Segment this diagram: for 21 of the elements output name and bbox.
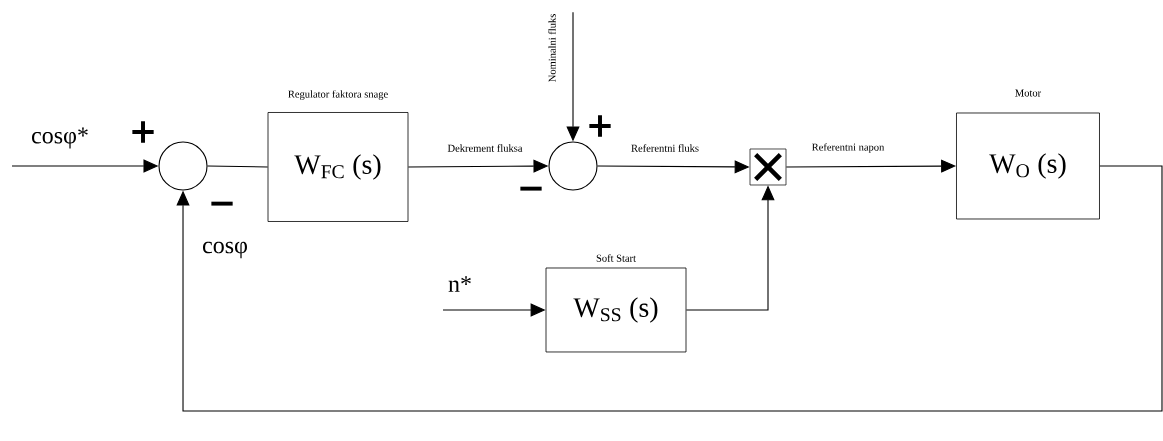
transfer-function-box: W$_{O}$ (s)	[956, 112, 1100, 220]
signal-label: n*	[447, 275, 473, 293]
sign-label: +	[589, 115, 611, 137]
block-title: Motor	[1015, 89, 1042, 97]
signal-label: Dekrement fluksa	[446, 143, 524, 153]
arrow	[176, 165, 1163, 412]
sign-label: −	[211, 201, 233, 206]
rotated-label: Nominalni fluks	[548, 14, 556, 82]
summing-junction	[548, 141, 598, 191]
signal-label: cosφ*	[30, 126, 90, 150]
signal-label: Referentni napon	[810, 142, 886, 154]
sign-label: +	[132, 121, 154, 143]
block-title: Regulator faktora snage	[288, 90, 388, 100]
transfer-function-box: W$_{SS}$ (s)	[545, 267, 687, 353]
sign-label: −	[520, 186, 542, 191]
signal-label: cosφ	[201, 240, 249, 260]
block-title: Soft Start	[596, 254, 636, 262]
multiplier-symbol	[749, 148, 787, 186]
signal-label: Referentni fluks	[630, 143, 700, 153]
transfer-function-box: W$_{FC}$ (s)	[267, 112, 409, 222]
summing-junction	[158, 141, 208, 191]
